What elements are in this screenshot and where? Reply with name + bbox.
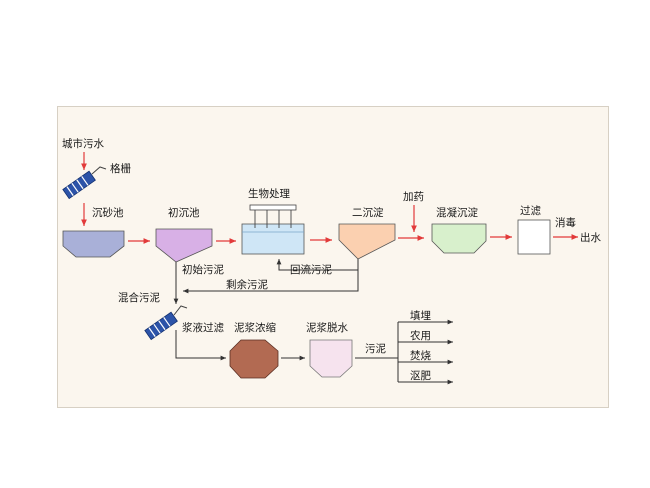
coag-sed-tank (431, 223, 487, 254)
line-return-sludge (276, 259, 359, 271)
label-thickening: 泥浆浓缩 (234, 321, 276, 334)
label-bio-treatment: 生物处理 (248, 187, 290, 200)
label-incineration: 焚烧 (410, 349, 431, 362)
label-primary-sludge: 初始污泥 (182, 263, 224, 276)
grit-tank (62, 230, 125, 258)
label-grit-tank: 沉砂池 (92, 206, 124, 219)
label-sludge: 污泥 (365, 342, 386, 355)
screen-device (62, 166, 107, 200)
label-agriculture: 农用 (410, 329, 431, 342)
label-dewatering: 泥浆脱水 (306, 321, 348, 334)
secondary-tank (338, 223, 396, 260)
label-compost: 沤肥 (410, 369, 431, 382)
label-landfill: 填埋 (410, 309, 431, 322)
line-to-thickener (175, 330, 226, 361)
label-filtration: 过滤 (520, 204, 541, 217)
primary-tank (155, 228, 213, 263)
label-coag-sed: 混凝沉淀 (436, 206, 478, 219)
label-disinfection: 消毒 (555, 216, 576, 229)
label-return-sludge: 回流污泥 (290, 263, 332, 276)
label-screen: 格栅 (110, 162, 131, 175)
dewater-box (309, 339, 353, 378)
line-excess-sludge (183, 270, 359, 294)
label-city-sewage: 城市污水 (62, 137, 104, 150)
label-secondary: 二沉淀 (352, 206, 384, 219)
filter-box (517, 219, 551, 255)
label-effluent: 出水 (580, 231, 601, 244)
label-mixed-sludge: 混合污泥 (118, 291, 160, 304)
slurry-screen-device (144, 305, 188, 341)
bio-treatment-tank (241, 204, 305, 255)
label-dosing: 加药 (403, 191, 424, 203)
label-slurry-filter: 浆液过滤 (182, 321, 224, 334)
label-primary-tank: 初沉池 (168, 206, 200, 219)
label-excess-sludge: 剩余污泥 (226, 278, 268, 291)
thickener-tank (229, 339, 279, 379)
